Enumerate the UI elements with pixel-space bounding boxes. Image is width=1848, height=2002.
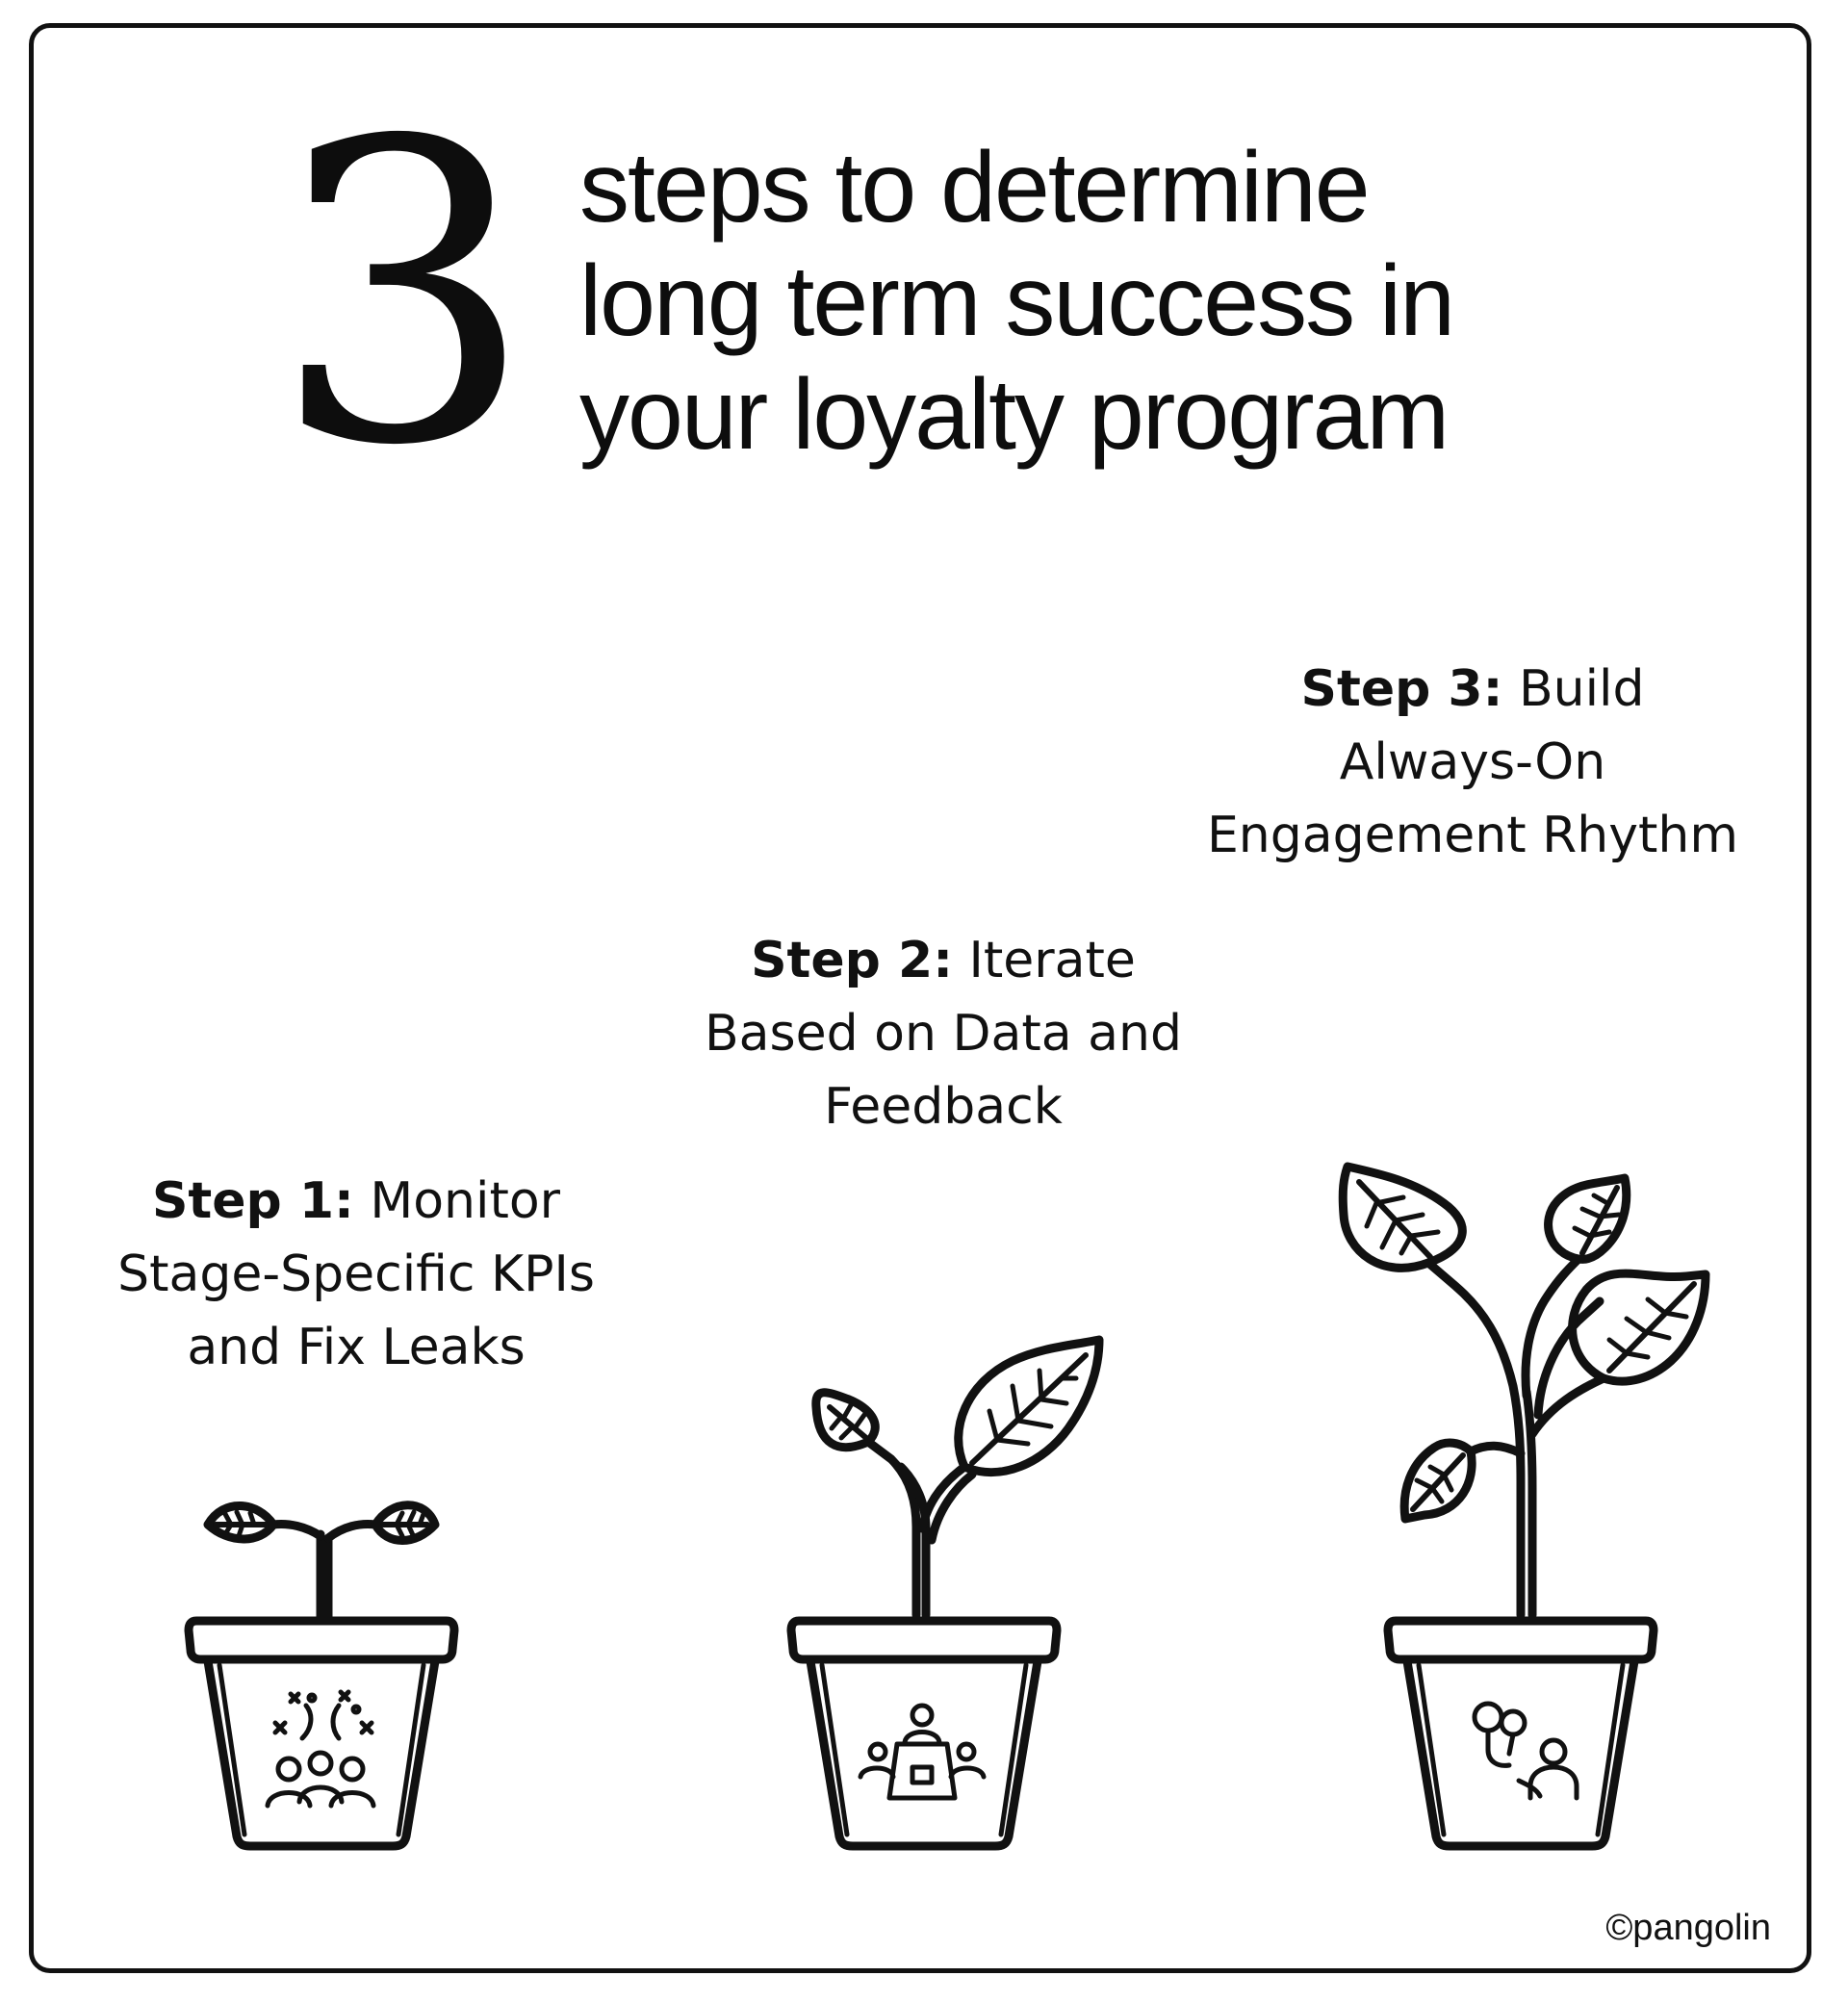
headline: steps to determine long term success in … bbox=[579, 131, 1638, 472]
step-1-text-line-3: and Fix Leaks bbox=[187, 1319, 526, 1376]
step-2-caption: Step 2: Iterate Based on Data and Feedba… bbox=[654, 924, 1232, 1143]
step-2-text-first: Iterate bbox=[968, 932, 1136, 989]
step-1-text-first: Monitor bbox=[370, 1172, 561, 1230]
step-2-text-line-3: Feedback bbox=[824, 1078, 1063, 1136]
step-2-text-line-2: Based on Data and bbox=[705, 1005, 1182, 1063]
big-number-three: 3 bbox=[271, 55, 535, 536]
copyright-text: ©pangolin bbox=[1605, 1908, 1771, 1948]
step-2-label: Step 2: bbox=[751, 932, 953, 989]
step-1-caption: Step 1: Monitor Stage-Specific KPIs and … bbox=[67, 1165, 645, 1384]
step-3-label: Step 3: bbox=[1300, 660, 1503, 718]
step-1-text-line-2: Stage-Specific KPIs bbox=[117, 1245, 595, 1303]
step-3-caption: Step 3: Build Always-On Engagement Rhyth… bbox=[1165, 653, 1781, 872]
headline-line-1: steps to determine bbox=[579, 132, 1371, 244]
step-1-label: Step 1: bbox=[151, 1172, 354, 1230]
headline-line-3: your loyalty program bbox=[579, 359, 1450, 471]
headline-line-2: long term success in bbox=[579, 245, 1455, 357]
step-3-text-first: Build bbox=[1518, 660, 1645, 718]
step-3-text-line-2: Always-On bbox=[1339, 733, 1606, 791]
step-3-text-line-3: Engagement Rhythm bbox=[1206, 807, 1739, 864]
